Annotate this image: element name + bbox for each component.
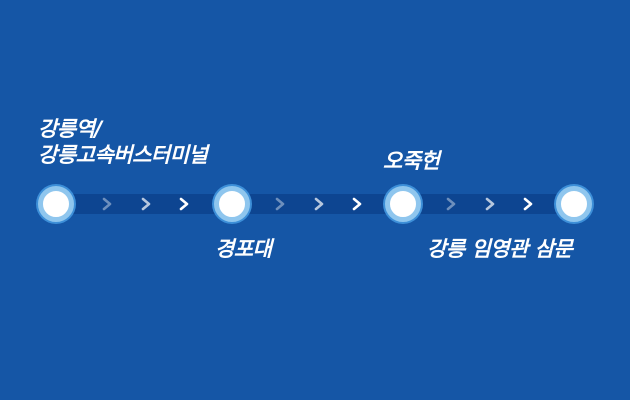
route-track — [56, 194, 574, 214]
stop-marker-gangneung-station — [38, 186, 74, 222]
stop-label-imyeonggwan-sammun: 강릉 임영관 삼문 — [427, 236, 573, 262]
direction-arrow-icon — [351, 194, 363, 214]
stop-label-ojukheon: 오죽헌 — [383, 148, 440, 174]
direction-arrow-icon — [313, 194, 325, 214]
stop-label-line: 오죽헌 — [383, 149, 440, 173]
stop-label-line: 강릉고속버스터미널 — [38, 143, 208, 167]
direction-arrow-icon — [274, 194, 286, 214]
direction-arrow-icon — [522, 194, 534, 214]
direction-arrow-icon — [484, 194, 496, 214]
direction-arrow-icon — [140, 194, 152, 214]
stop-label-line: 경포대 — [215, 237, 272, 261]
stop-marker-gyeongpodae — [214, 186, 250, 222]
stop-marker-ojukheon — [385, 186, 421, 222]
direction-arrow-icon — [178, 194, 190, 214]
direction-arrow-icon — [101, 194, 113, 214]
stop-label-gyeongpodae: 경포대 — [215, 236, 272, 262]
stop-label-line: 강릉역/ — [38, 117, 102, 141]
stop-label-gangneung-station: 강릉역/ 강릉고속버스터미널 — [38, 116, 208, 168]
stop-label-line: 강릉 임영관 삼문 — [427, 237, 573, 261]
direction-arrow-icon — [445, 194, 457, 214]
stop-marker-imyeonggwan-sammun — [556, 186, 592, 222]
